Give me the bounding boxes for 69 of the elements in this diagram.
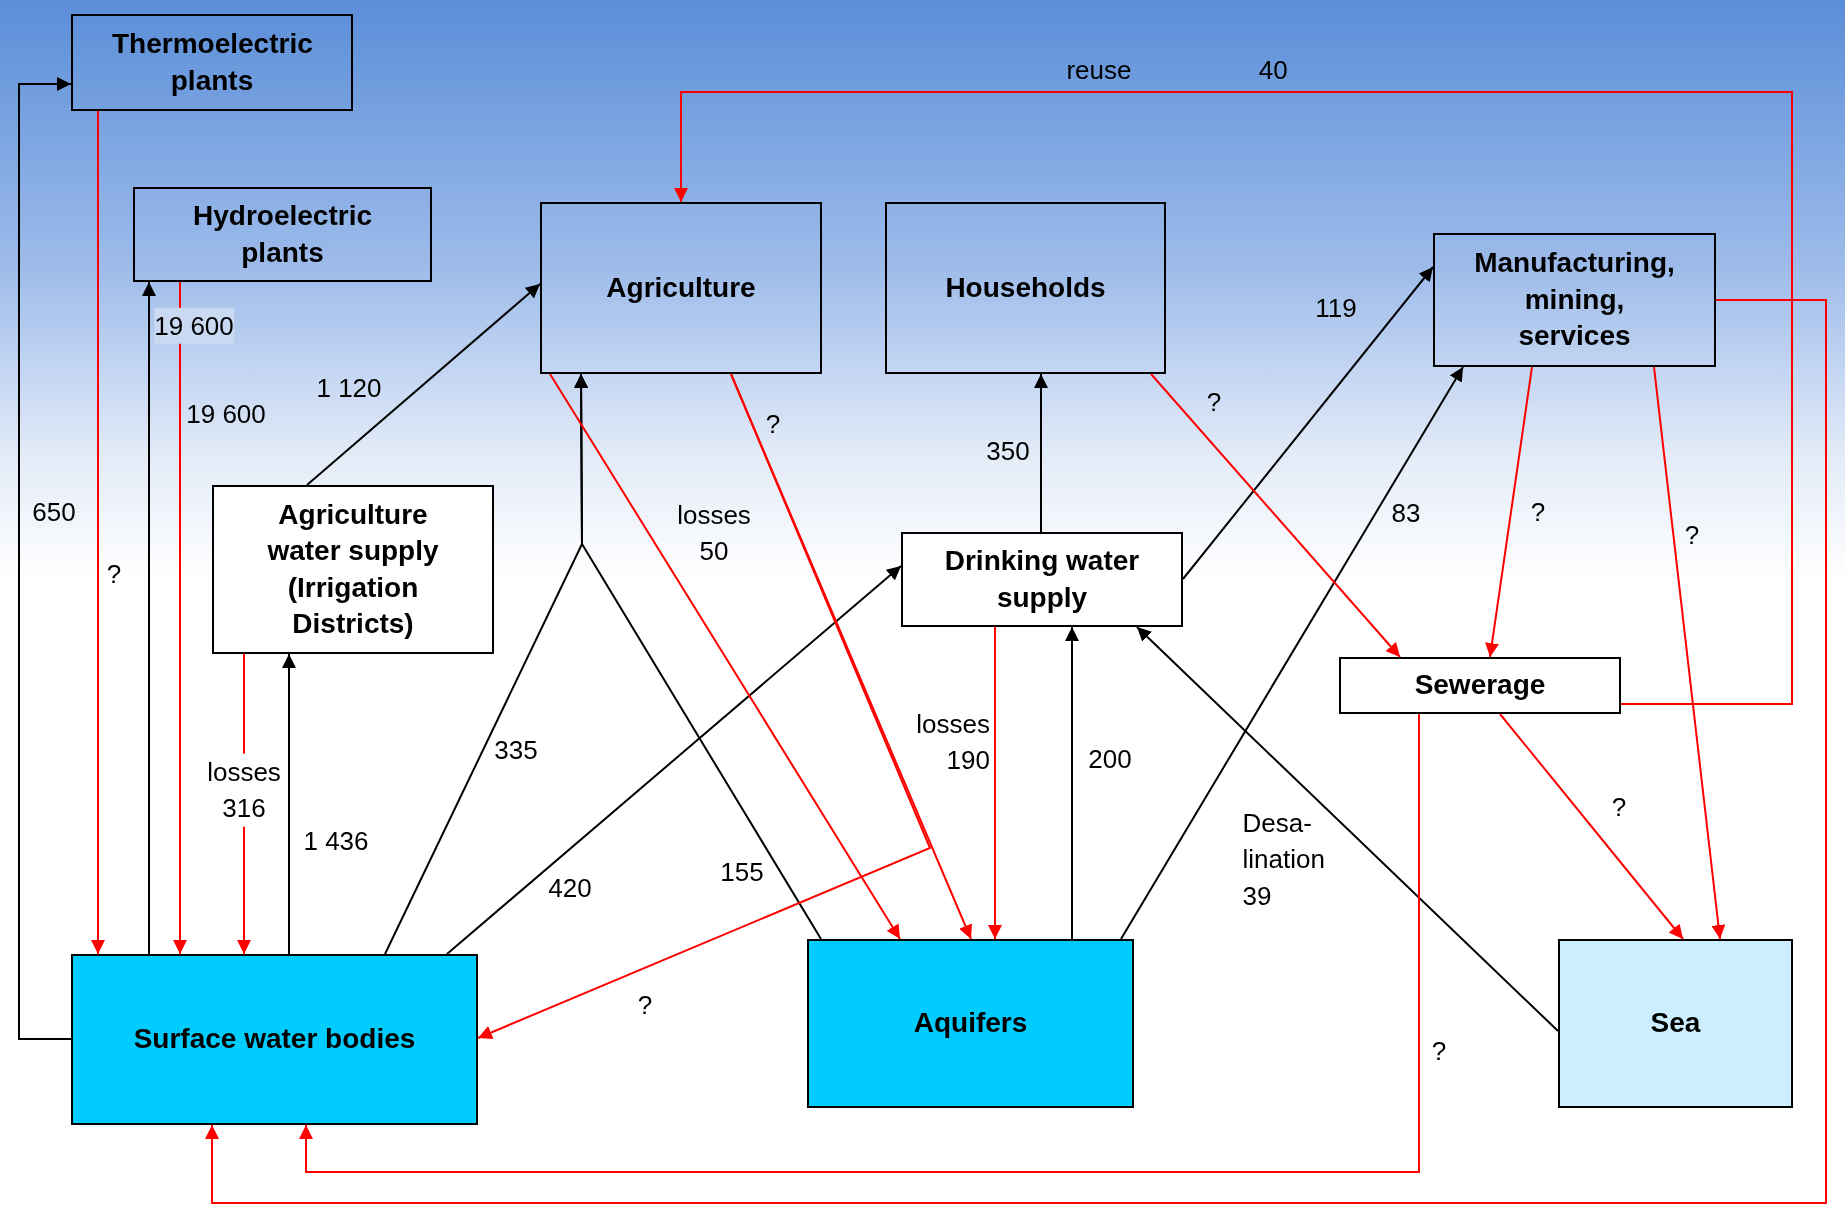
edge-label: 119 [1315,291,1357,325]
box-label: Sea [1650,1006,1701,1041]
process-box [212,485,494,654]
edge-label: ? [637,988,653,1022]
arrow [1485,366,1533,658]
arrow [574,373,822,940]
box-label: Drinking water supply [943,544,1141,615]
edge-label: 19 600 [154,307,234,345]
edge-label: ? [1684,518,1700,552]
box-label: Thermoelectric plants [112,27,312,98]
edge-label: ? [765,407,781,441]
arrow [1136,626,1559,1032]
process-box [133,187,432,282]
edge-label: reuse 40 [1066,53,1288,87]
arrow [1150,373,1401,658]
edge-label: 1 120 [316,371,382,405]
box-label: Agriculture [606,270,756,305]
box-label: Manufacturing, mining, services [1473,246,1676,354]
arrow [299,713,1420,1173]
process-box [807,939,1134,1108]
edge-label: 200 [1088,742,1132,776]
edge-label: losses 50 [676,498,752,568]
arrow [205,299,1827,1204]
edge-label: 19 600 [186,397,266,431]
arrow [142,281,156,955]
arrow [18,77,72,1040]
arrow [1065,626,1079,940]
edge-label: 350 [986,434,1030,468]
process-box [71,14,353,111]
arrow [1182,266,1434,580]
edge-label: ? [106,557,122,591]
edge-label: 650 [32,495,76,529]
box-label: Aquifers [913,1006,1028,1041]
process-box [901,532,1183,627]
edge-label: ? [1431,1034,1447,1068]
process-box [1339,657,1621,714]
arrow [549,373,901,940]
edge-label: ? [1206,385,1222,419]
edge-label: 420 [548,871,592,905]
edge-label: 1 436 [303,824,369,858]
arrow [446,565,902,955]
arrow [1499,713,1684,940]
edge-label: ? [1530,495,1546,529]
edge-label: 335 [494,733,538,767]
arrow [282,653,296,955]
arrow [1653,366,1726,940]
process-box [1433,233,1716,367]
box-label: Surface water bodies [133,1022,416,1057]
box-label: Sewerage [1414,668,1546,703]
box-label: Hydroelectric plants [192,199,373,270]
process-box [885,202,1166,374]
arrow [91,110,105,955]
box-label: Agriculture water supply (Irrigation Districts) [266,497,440,641]
edge-label: 155 [720,855,764,889]
process-box [71,954,478,1125]
box-label: Households [945,270,1106,305]
arrow [1034,373,1048,533]
edge-label: ? [1611,790,1627,824]
process-box [1558,939,1793,1108]
edge-label: 83 [1391,496,1421,530]
arrow [173,281,187,955]
arrow [477,373,932,1040]
arrow [988,626,1002,940]
arrow [674,91,1793,705]
edge-label: losses 190 [915,707,990,777]
arrow [1120,366,1464,940]
edge-label: Desa- lination 39 [1242,807,1326,914]
arrow [306,283,541,486]
process-box [540,202,822,374]
